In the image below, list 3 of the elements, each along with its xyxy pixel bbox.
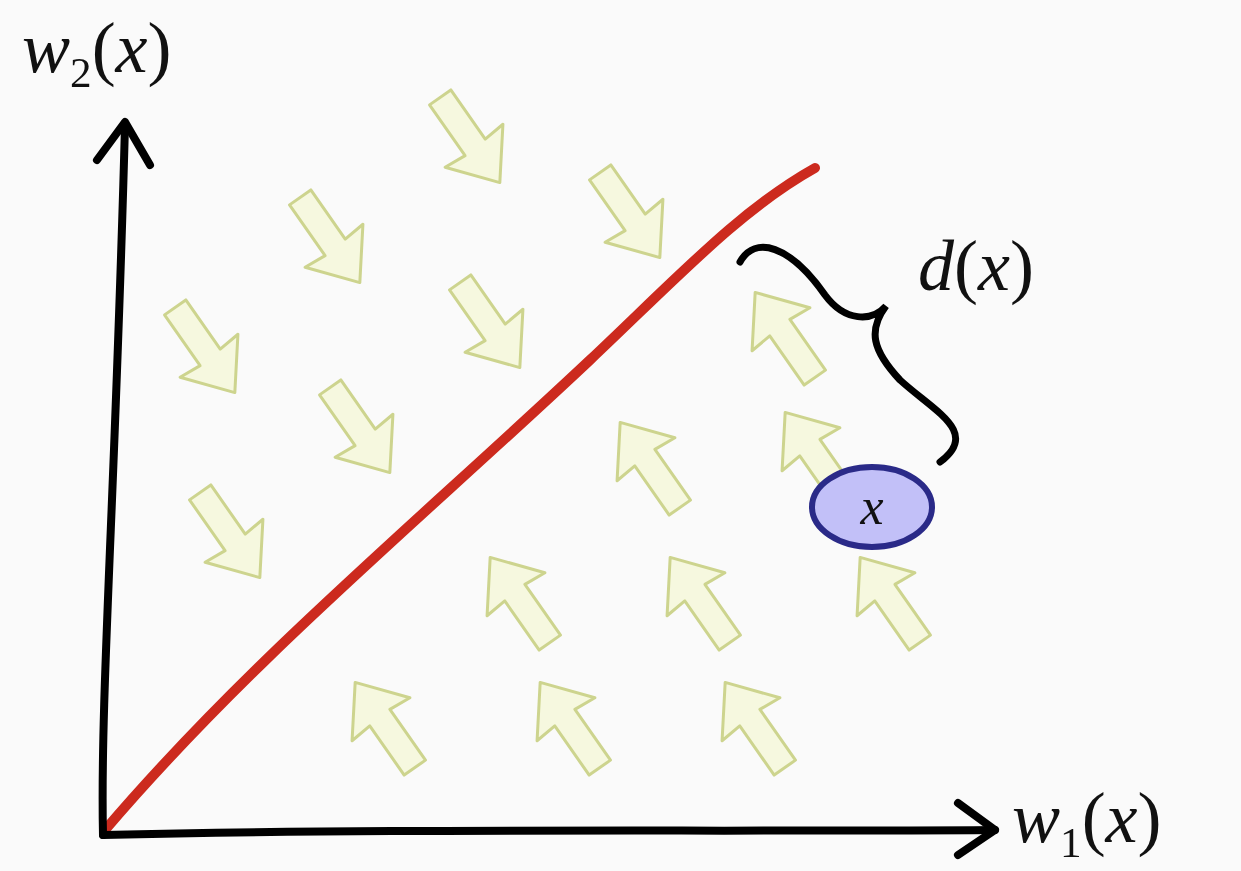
axis-label: w$_{2}$(x) xyxy=(22,12,172,95)
point-label: x xyxy=(860,481,884,533)
axis-label: w$_{1}$(x) xyxy=(1012,782,1162,865)
